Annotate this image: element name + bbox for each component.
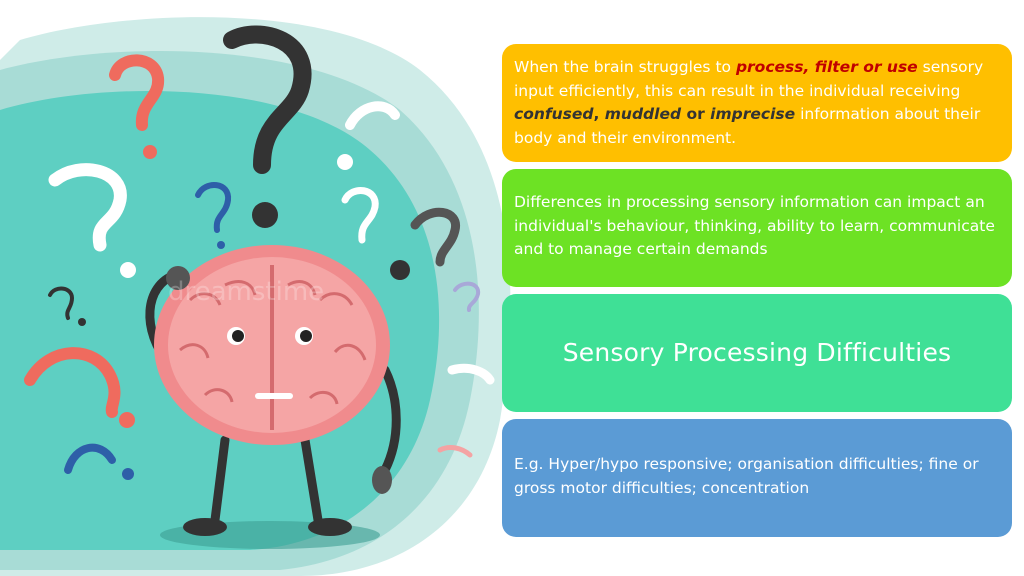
impact-box: Differences in processing sensory inform… — [502, 169, 1012, 287]
highlight-muddled: muddled — [604, 105, 682, 123]
question-mark-icon — [64, 443, 134, 480]
highlight-imprecise: imprecise — [710, 105, 796, 123]
highlight-process-filter-use: process, filter or use — [735, 58, 918, 76]
definition-text-3: information about their body and their e… — [514, 105, 981, 147]
question-mark-icon — [109, 54, 165, 159]
question-mark-icon — [437, 363, 495, 458]
confused-brain-illustration: dreamstime — [0, 17, 511, 576]
question-mark-icon — [223, 25, 312, 228]
page-title: Sensory Processing Difficulties — [562, 338, 952, 368]
definition-text-1: When the brain struggles to — [514, 58, 736, 76]
definition-or: or — [681, 105, 711, 123]
question-mark-icon — [337, 154, 379, 244]
question-mark-icon — [48, 163, 136, 278]
question-mark-icon — [390, 207, 460, 280]
examples-text: E.g. Hyper/hypo responsive; organisation… — [514, 455, 979, 497]
definition-box: When the brain struggles to process, fil… — [502, 44, 1012, 162]
impact-text: Differences in processing sensory inform… — [514, 193, 995, 258]
watermark: dreamstime — [168, 277, 324, 307]
title-box: Sensory Processing Difficulties — [502, 294, 1012, 412]
question-mark-icon — [453, 281, 481, 312]
question-mark-icon — [24, 347, 135, 428]
examples-box: E.g. Hyper/hypo responsive; organisation… — [502, 419, 1012, 537]
definition-comma: , — [593, 105, 605, 123]
brain-body — [154, 245, 390, 445]
question-mark-icon — [345, 101, 400, 130]
question-mark-icon — [48, 286, 86, 326]
question-mark-icon — [195, 182, 231, 249]
definition-text-2: sensory input efficiently, this can resu… — [514, 58, 984, 100]
highlight-confused: confused — [514, 105, 594, 123]
